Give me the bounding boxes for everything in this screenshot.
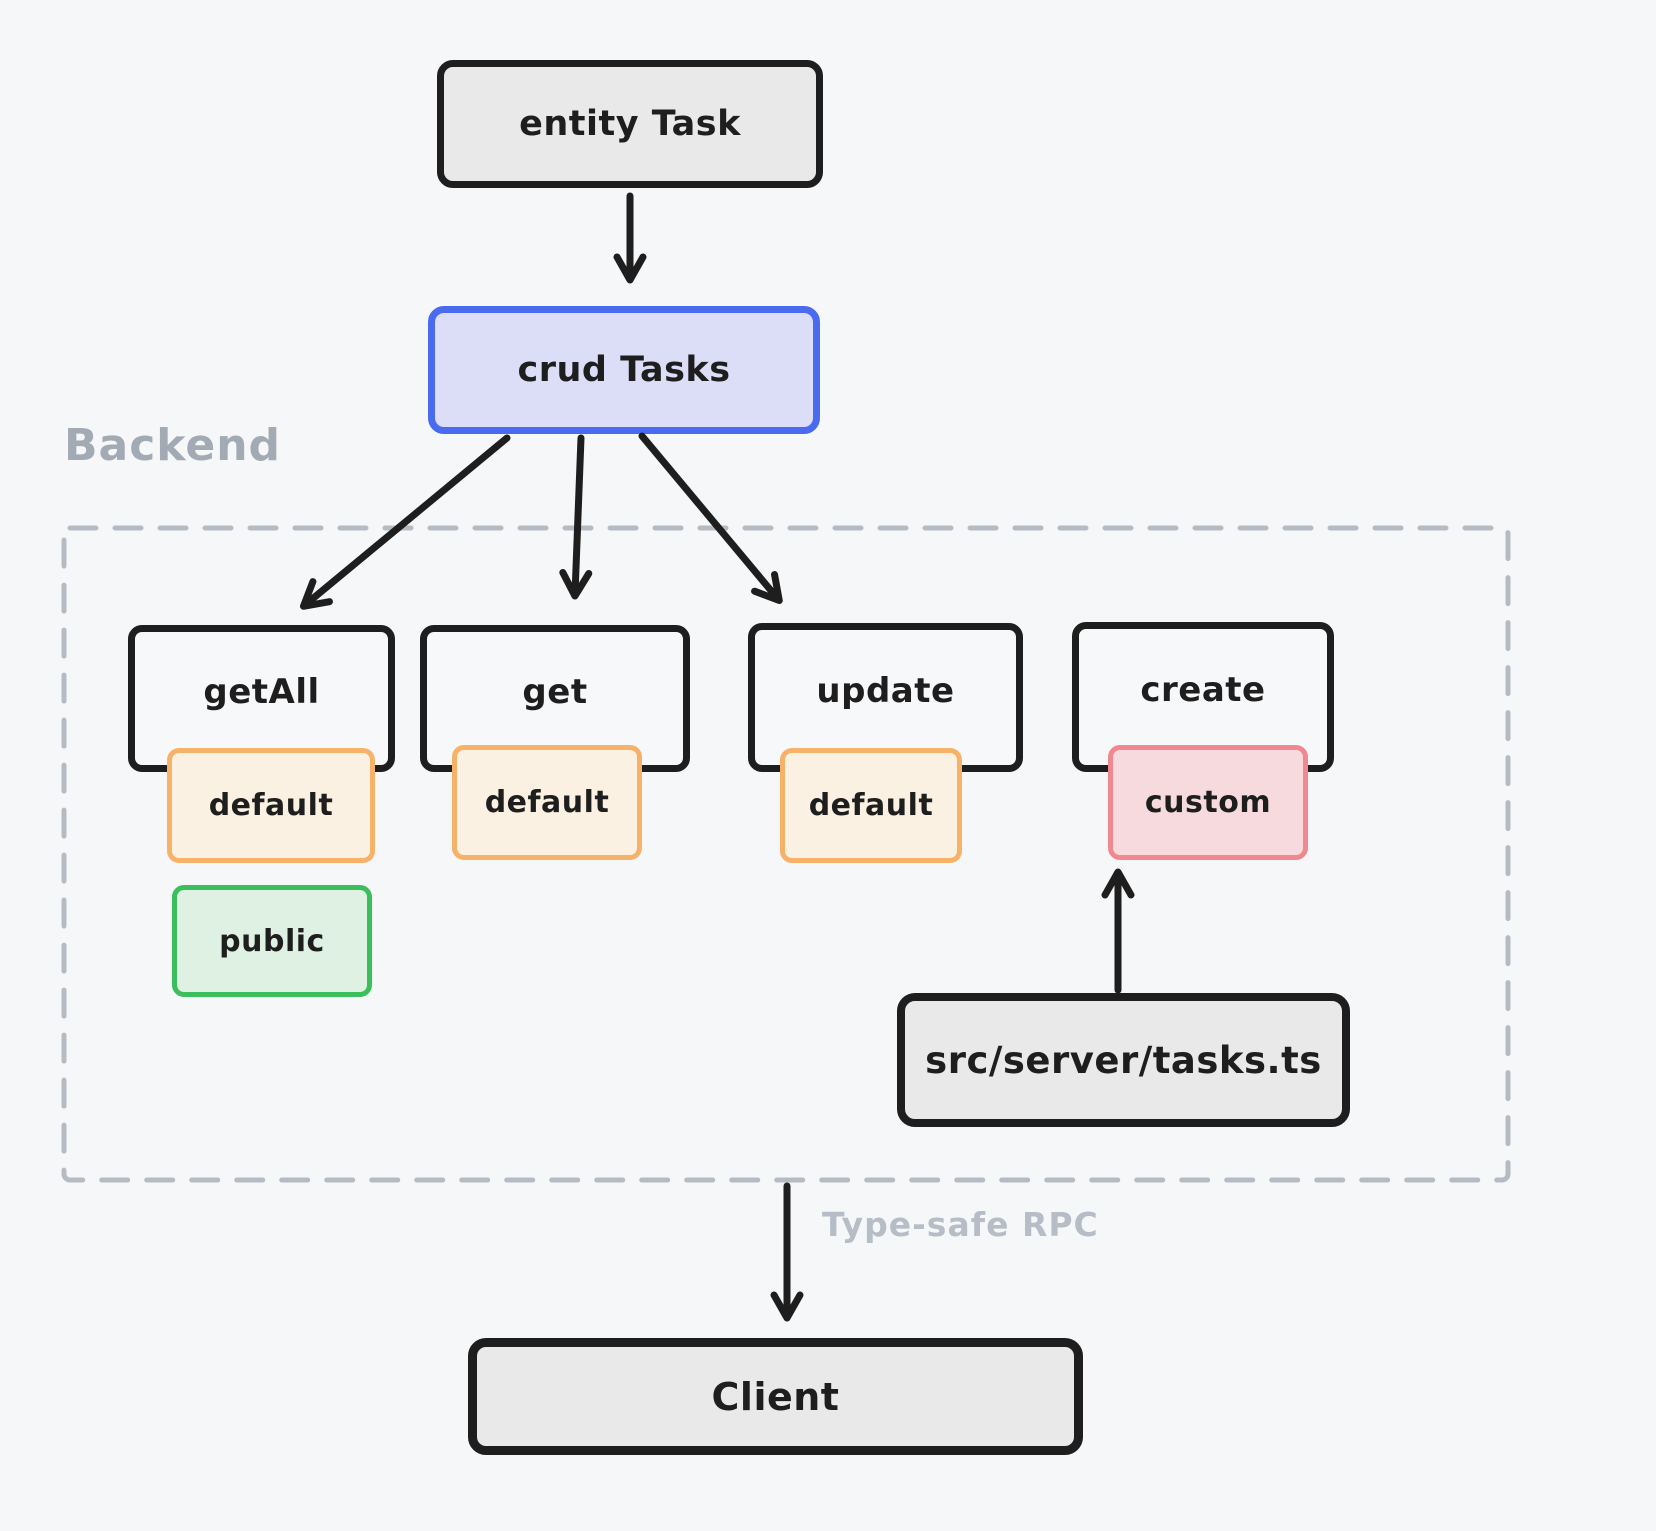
node-client: Client bbox=[468, 1338, 1083, 1455]
rpc-edge-label: Type-safe RPC bbox=[822, 1205, 1099, 1244]
node-entity-task: entity Task bbox=[437, 60, 823, 188]
badge-public-getall: public bbox=[172, 885, 372, 997]
node-crud-tasks: crud Tasks bbox=[428, 306, 820, 434]
badge-default-get: default bbox=[452, 745, 642, 860]
badge-default-getall: default bbox=[167, 748, 375, 863]
edge-crud-to-getall bbox=[299, 434, 511, 610]
edge-crud-to-get bbox=[559, 434, 593, 600]
badge-custom-create: custom bbox=[1108, 745, 1308, 860]
node-source-file: src/server/tasks.ts bbox=[897, 993, 1350, 1127]
edge-crud-to-update bbox=[638, 432, 783, 605]
badge-default-update: default bbox=[780, 748, 962, 863]
backend-group-label: Backend bbox=[64, 420, 282, 471]
